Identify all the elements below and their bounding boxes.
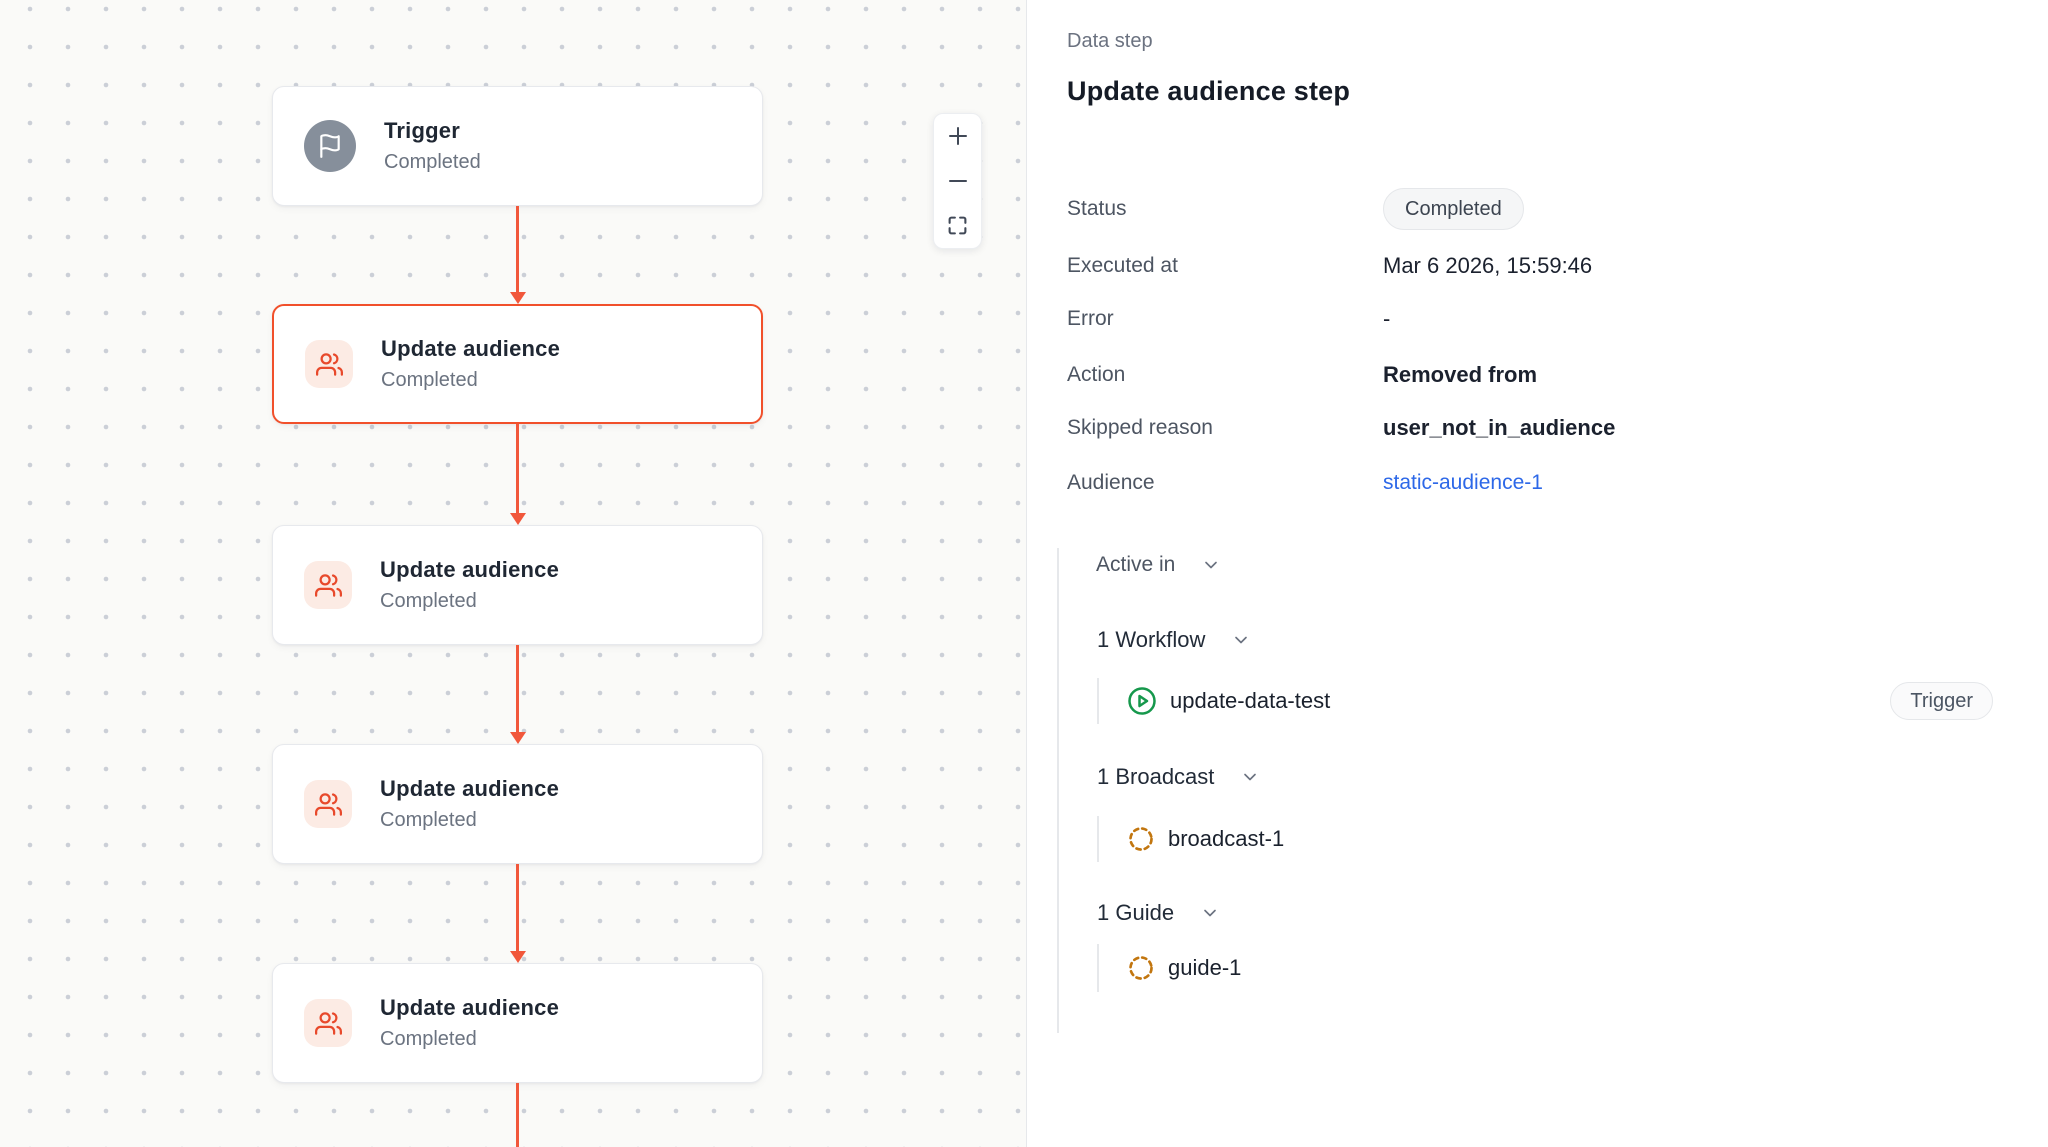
audience-link[interactable]: static-audience-1 xyxy=(1383,471,1543,494)
list-item-broadcast[interactable]: broadcast-1 xyxy=(1097,816,2028,862)
page-title: Update audience step xyxy=(1067,76,1351,106)
list-item-workflow[interactable]: update-data-test Trigger xyxy=(1097,678,2028,724)
users-icon xyxy=(304,780,352,828)
group-broadcast-label: 1 Broadcast xyxy=(1097,764,1215,789)
broadcast-name[interactable]: broadcast-1 xyxy=(1168,826,1285,851)
active-in-toggle[interactable]: Active in xyxy=(1096,551,1221,579)
zoom-in-button[interactable] xyxy=(934,114,981,159)
guide-name[interactable]: guide-1 xyxy=(1168,955,1242,980)
edge-line xyxy=(516,864,519,952)
edge-line xyxy=(516,645,519,734)
edge-line xyxy=(516,1083,519,1147)
node-status: Completed xyxy=(384,151,481,173)
edge-arrowhead xyxy=(509,292,526,304)
group-broadcast-toggle[interactable]: 1 Broadcast xyxy=(1097,763,1260,791)
edge-line xyxy=(516,424,519,515)
detail-label-executed-at: Executed at xyxy=(1067,254,1178,277)
dashed-circle-icon xyxy=(1127,954,1155,982)
node-title: Update audience xyxy=(381,336,561,361)
chevron-down-icon xyxy=(1240,767,1260,787)
users-icon xyxy=(304,999,352,1047)
active-in-section-border xyxy=(1057,548,1059,1033)
flag-icon xyxy=(304,120,356,172)
workflow-name[interactable]: update-data-test xyxy=(1170,688,1331,713)
status-badge: Completed xyxy=(1383,188,1524,230)
detail-value-skipped-reason: user_not_in_audience xyxy=(1383,415,1616,440)
fit-view-icon[interactable] xyxy=(934,203,981,248)
node-status: Completed xyxy=(381,369,478,391)
group-guide-label: 1 Guide xyxy=(1097,900,1175,925)
node-update-audience[interactable]: Update audience Completed xyxy=(272,744,763,864)
detail-label-error: Error xyxy=(1067,307,1114,330)
step-details-panel: Data step Update audience step Status Co… xyxy=(1028,0,2048,1147)
group-workflow-toggle[interactable]: 1 Workflow xyxy=(1097,626,1251,654)
node-update-audience[interactable]: Update audience Completed xyxy=(272,525,763,645)
node-title: Trigger xyxy=(384,118,460,143)
edge-arrowhead xyxy=(509,951,526,963)
active-in-label: Active in xyxy=(1096,553,1176,576)
canvas-zoom-controls xyxy=(933,113,982,249)
detail-value-error: - xyxy=(1383,306,1391,331)
step-type-label: Data step xyxy=(1067,30,1153,52)
node-status: Completed xyxy=(380,809,477,831)
play-circle-icon xyxy=(1127,686,1157,716)
detail-label-skipped-reason: Skipped reason xyxy=(1067,416,1213,439)
node-title: Update audience xyxy=(380,995,560,1020)
detail-label-audience: Audience xyxy=(1067,471,1155,494)
detail-value-executed-at: Mar 6 2026, 15:59:46 xyxy=(1383,253,1593,278)
trigger-pill: Trigger xyxy=(1890,682,1993,720)
group-guide-toggle[interactable]: 1 Guide xyxy=(1097,899,1220,927)
node-update-audience[interactable]: Update audience Completed xyxy=(272,963,763,1083)
edge-arrowhead xyxy=(509,513,526,525)
node-update-audience-selected[interactable]: Update audience Completed xyxy=(272,304,763,424)
zoom-out-button[interactable] xyxy=(934,159,981,204)
group-workflow-label: 1 Workflow xyxy=(1097,627,1206,652)
detail-value-action: Removed from xyxy=(1383,362,1538,387)
dashed-circle-icon xyxy=(1127,825,1155,853)
edge-line xyxy=(516,206,519,294)
chevron-down-icon xyxy=(1231,630,1251,650)
node-title: Update audience xyxy=(380,557,560,582)
detail-label-action: Action xyxy=(1067,363,1126,386)
edge-arrowhead xyxy=(509,732,526,744)
chevron-down-icon xyxy=(1200,903,1220,923)
users-icon xyxy=(305,340,353,388)
node-status: Completed xyxy=(380,590,477,612)
node-trigger[interactable]: Trigger Completed xyxy=(272,86,763,206)
detail-label-status: Status xyxy=(1067,197,1127,220)
chevron-down-icon xyxy=(1201,555,1221,575)
node-status: Completed xyxy=(380,1028,477,1050)
workflow-canvas[interactable]: Trigger Completed Update audience Comple… xyxy=(0,0,1027,1147)
users-icon xyxy=(304,561,352,609)
list-item-guide[interactable]: guide-1 xyxy=(1097,944,2028,992)
node-title: Update audience xyxy=(380,776,560,801)
